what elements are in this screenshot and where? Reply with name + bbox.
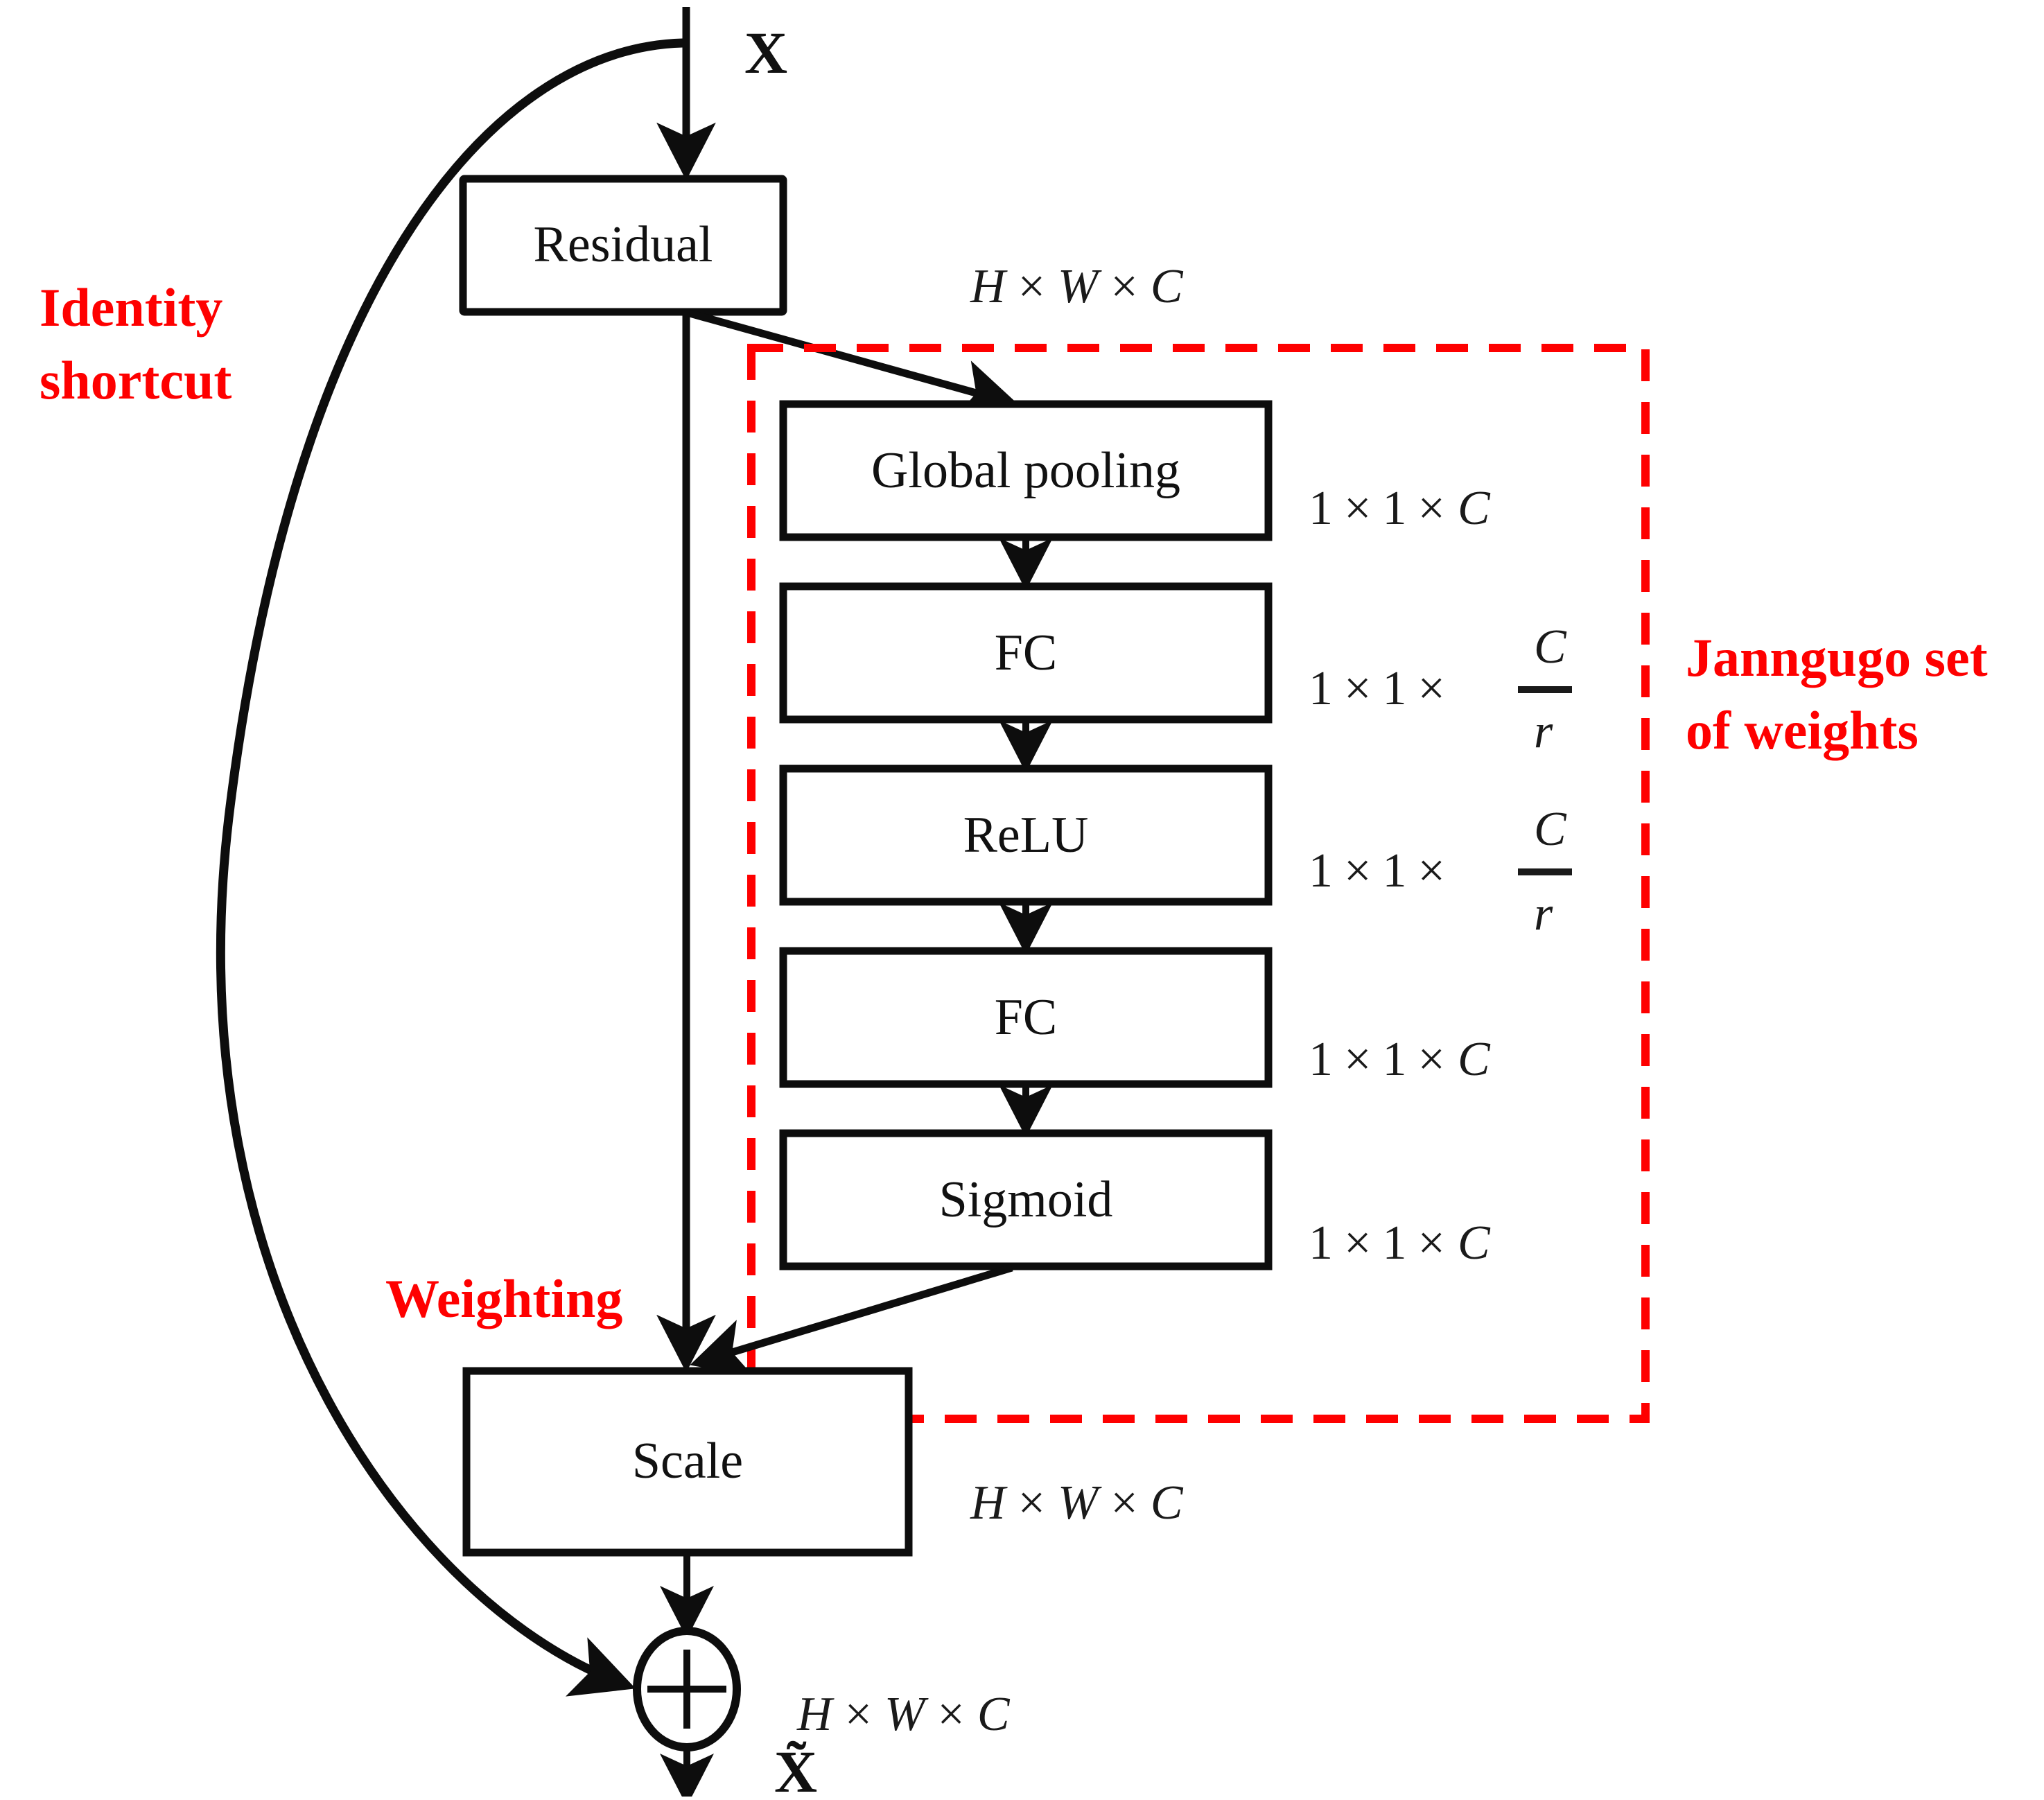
block-relu[interactable]: ReLU xyxy=(779,764,1273,906)
block-global-pooling-label: Global pooling xyxy=(871,442,1180,499)
dim-residual: H×W×C xyxy=(970,260,1184,313)
times-icon: × xyxy=(1110,260,1137,313)
dim-residual-w: W xyxy=(1058,260,1102,313)
block-sigmoid[interactable]: Sigmoid xyxy=(779,1129,1273,1270)
weighting-arrow xyxy=(690,1264,1013,1377)
dim-residual-h: H xyxy=(970,260,1008,313)
block-residual-label: Residual xyxy=(534,216,713,273)
branch-to-se xyxy=(688,309,1019,419)
block-scale-label: Scale xyxy=(632,1433,743,1489)
annotation-janngugo-set-of-weights: Janngugo set of weights xyxy=(1686,627,1988,760)
input-tensor-label: X xyxy=(744,19,787,86)
dim-relu-denominator: r xyxy=(1534,887,1553,941)
block-global-pooling[interactable]: Global pooling xyxy=(779,400,1273,541)
dim-fc-1-denominator: r xyxy=(1534,705,1553,758)
dim-sum: H×W×C xyxy=(796,1688,1011,1741)
times-icon: × xyxy=(1018,260,1045,313)
block-fc-2-label: FC xyxy=(995,989,1058,1046)
janngugo-line-1: Janngugo set xyxy=(1686,627,1988,688)
dim-relu-numerator: C xyxy=(1534,803,1567,856)
block-sigmoid-label: Sigmoid xyxy=(939,1171,1113,1228)
svg-text:1×1×: 1×1× xyxy=(1309,844,1445,898)
dim-relu: 1×1× C r xyxy=(1309,803,1572,941)
svg-text:H×W×C: H×W×C xyxy=(970,260,1184,313)
sum-node[interactable] xyxy=(633,1627,741,1751)
block-relu-label: ReLU xyxy=(963,807,1089,864)
dim-fc-1: 1×1× C r xyxy=(1309,620,1572,758)
dim-fc-2: 1×1×C xyxy=(1309,1033,1491,1086)
dim-sigmoid: 1×1×C xyxy=(1309,1216,1491,1270)
annotation-identity-shortcut: Identity shortcut xyxy=(40,277,232,410)
output-tensor-label: X̃ xyxy=(774,1738,817,1797)
identity-shortcut-line-1: Identity xyxy=(40,277,222,338)
janngugo-group-box xyxy=(747,344,1650,1423)
dim-global-pooling: 1×1×C xyxy=(1309,482,1491,535)
janngugo-line-2: of weights xyxy=(1686,700,1919,760)
svg-text:1×1×: 1×1× xyxy=(1309,662,1445,715)
identity-shortcut-line-2: shortcut xyxy=(40,350,232,410)
block-fc-1-label: FC xyxy=(995,624,1058,681)
dim-residual-c: C xyxy=(1151,260,1184,313)
dim-fc-1-numerator: C xyxy=(1534,620,1567,674)
block-scale[interactable]: Scale xyxy=(462,1367,913,1557)
annotation-weighting: Weighting xyxy=(385,1268,622,1329)
block-fc-1[interactable]: FC xyxy=(779,582,1273,724)
block-residual[interactable]: Residual xyxy=(459,175,787,316)
block-fc-2[interactable]: FC xyxy=(779,947,1273,1088)
identity-shortcut-path xyxy=(216,38,683,1697)
weighting-label: Weighting xyxy=(385,1268,622,1329)
dim-scale: H×W×C xyxy=(970,1476,1184,1530)
